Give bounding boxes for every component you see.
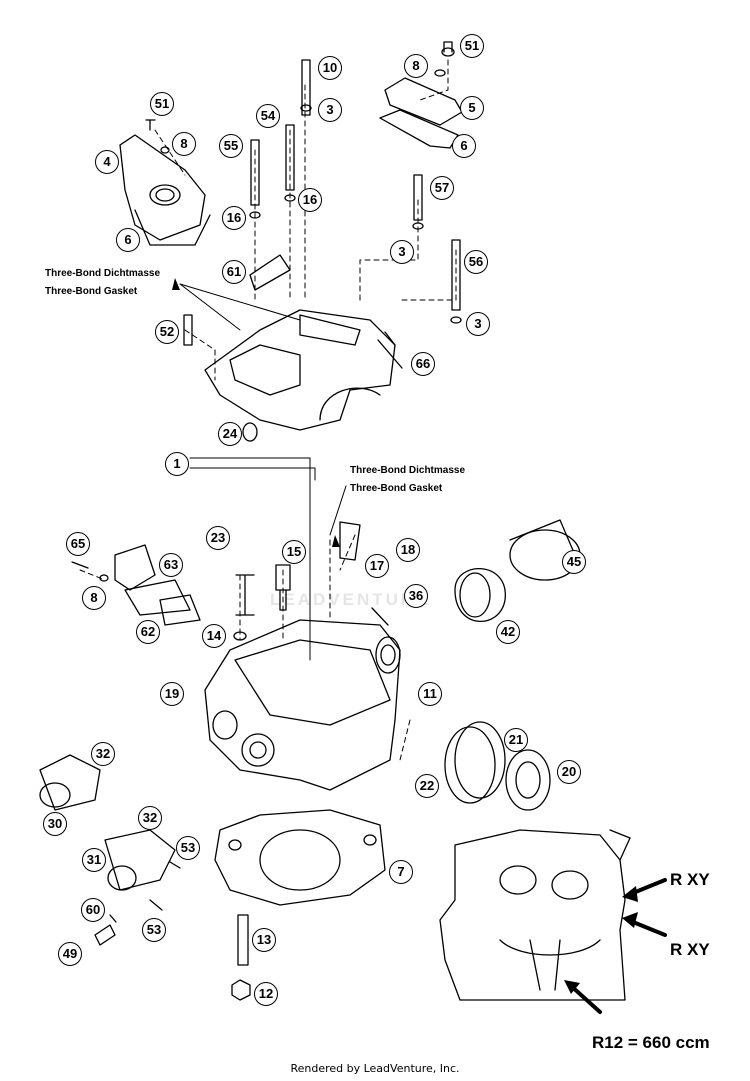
callout-10: 10 — [318, 56, 342, 80]
callout-60: 60 — [81, 898, 105, 922]
callout-3: 3 — [390, 240, 414, 264]
leader-lines — [179, 283, 601, 1013]
callout-12: 12 — [254, 982, 278, 1006]
callout-30: 30 — [43, 812, 67, 836]
callout-61: 61 — [222, 260, 246, 284]
callout-19: 19 — [160, 682, 184, 706]
callout-32: 32 — [91, 742, 115, 766]
callout-7: 7 — [389, 860, 413, 884]
callout-16: 16 — [298, 188, 322, 212]
arrow-heads — [564, 886, 638, 994]
callout-1: 1 — [165, 452, 189, 476]
callout-20: 20 — [557, 760, 581, 784]
sealant-marker — [172, 278, 180, 290]
callout-14: 14 — [202, 624, 226, 648]
callout-22: 22 — [415, 774, 439, 798]
part-valve-cover — [204, 309, 403, 442]
callout-55: 55 — [219, 134, 243, 158]
part-head-gasket — [214, 809, 386, 906]
sealant-marker-2 — [332, 535, 340, 547]
callout-51: 51 — [150, 92, 174, 116]
part-cylinder-head — [204, 521, 401, 791]
callout-6: 6 — [116, 228, 140, 252]
note-lower-de: Three-Bond Dichtmasse — [350, 465, 466, 476]
callout-16: 16 — [222, 206, 246, 230]
callout-3: 3 — [318, 98, 342, 122]
callout-49: 49 — [58, 942, 82, 966]
arrows — [568, 878, 667, 1014]
callout-53: 53 — [142, 918, 166, 942]
footer-credit: Rendered by LeadVenture, Inc. — [290, 1062, 460, 1075]
callout-66: 66 — [411, 352, 435, 376]
callout-23: 23 — [206, 526, 230, 550]
bolts-top — [183, 59, 462, 346]
label-r12: R12 = 660 ccm — [592, 1033, 710, 1052]
callout-3: 3 — [466, 312, 490, 336]
callout-8: 8 — [172, 132, 196, 156]
part-61 — [249, 254, 291, 291]
part-water-outlet — [119, 119, 211, 246]
note-upper-de: Three-Bond Dichtmasse — [45, 268, 161, 279]
callout-56: 56 — [464, 250, 488, 274]
callout-21: 21 — [504, 728, 528, 752]
callout-57: 57 — [430, 176, 454, 200]
part-intake-left — [39, 544, 201, 946]
callout-6: 6 — [452, 134, 476, 158]
note-upper-en: Three-Bond Gasket — [45, 286, 138, 297]
callout-31: 31 — [82, 848, 106, 872]
part-stud-nut — [231, 914, 251, 1001]
callout-8: 8 — [404, 54, 428, 78]
inset-section — [439, 829, 631, 1001]
callout-5: 5 — [460, 96, 484, 120]
watermark: LEADVENTURE — [270, 590, 431, 609]
callout-32: 32 — [138, 806, 162, 830]
note-lower-en: Three-Bond Gasket — [350, 483, 443, 494]
label-rxy-2: R XY — [670, 940, 710, 959]
callout-8: 8 — [82, 586, 106, 610]
callout-13: 13 — [252, 928, 276, 952]
callout-18: 18 — [396, 538, 420, 562]
callout-11: 11 — [418, 682, 442, 706]
callout-63: 63 — [159, 553, 183, 577]
callout-17: 17 — [365, 554, 389, 578]
callout-4: 4 — [95, 150, 119, 174]
callout-24: 24 — [218, 422, 242, 446]
callout-42: 42 — [496, 620, 520, 644]
callout-52: 52 — [155, 320, 179, 344]
callout-53: 53 — [176, 836, 200, 860]
callout-51: 51 — [460, 34, 484, 58]
callout-65: 65 — [66, 532, 90, 556]
callout-54: 54 — [256, 104, 280, 128]
label-rxy-1: R XY — [670, 870, 710, 889]
callout-45: 45 — [562, 550, 586, 574]
callout-62: 62 — [136, 620, 160, 644]
callout-15: 15 — [282, 540, 306, 564]
callout-36: 36 — [404, 584, 428, 608]
